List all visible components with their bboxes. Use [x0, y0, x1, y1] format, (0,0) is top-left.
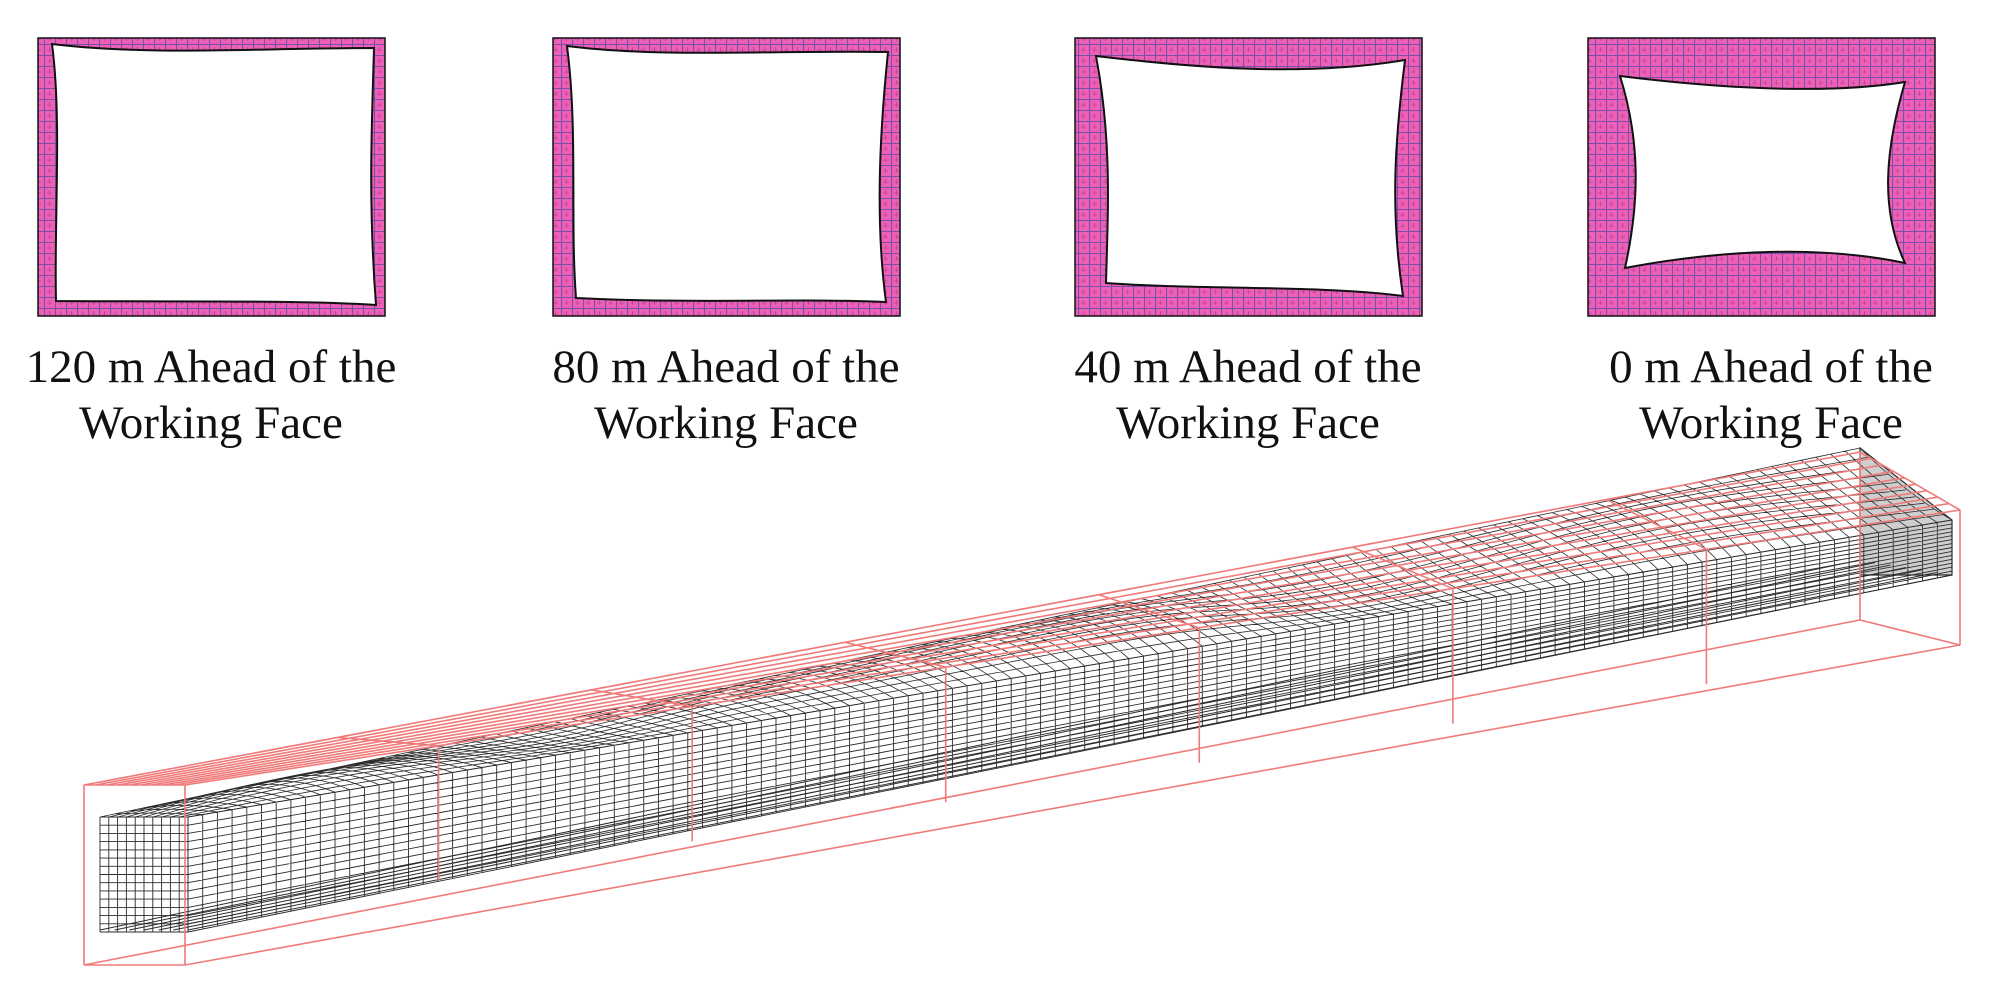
- section-panel-0m: [1587, 37, 1936, 317]
- section-panel-80m: [552, 37, 901, 317]
- roadway-opening: [1618, 74, 1907, 270]
- caption-0m-line1: 0 m Ahead of the: [1609, 341, 1933, 393]
- caption-120m-line1: 120 m Ahead of the: [25, 341, 397, 393]
- mesh-end-face: [99, 816, 189, 933]
- mesh-bottom-edge: [99, 559, 1953, 931]
- caption-120m-line2: Working Face: [79, 397, 343, 449]
- section-panel-120m: [37, 37, 386, 317]
- roadway-opening: [565, 44, 890, 304]
- caption-0m-line2: Working Face: [1639, 397, 1903, 449]
- caption-120m: 120 m Ahead of the Working Face: [0, 339, 471, 451]
- caption-80m: 80 m Ahead of the Working Face: [466, 339, 986, 451]
- section-panel-40m: [1074, 37, 1423, 317]
- caption-0m: 0 m Ahead of the Working Face: [1511, 339, 1990, 451]
- caption-40m-line1: 40 m Ahead of the: [1074, 341, 1422, 393]
- caption-40m-line2: Working Face: [1116, 397, 1380, 449]
- roadway-3d-mesh-model: [83, 446, 1961, 966]
- roadway-opening: [50, 42, 378, 307]
- caption-80m-line2: Working Face: [594, 397, 858, 449]
- model-bounding-box: [83, 451, 1961, 966]
- roadway-mesh: [99, 446, 1953, 933]
- caption-40m: 40 m Ahead of the Working Face: [988, 339, 1508, 451]
- bounding-box-lines: [83, 451, 1961, 966]
- caption-80m-line1: 80 m Ahead of the: [552, 341, 900, 393]
- roadway-opening: [1094, 54, 1407, 298]
